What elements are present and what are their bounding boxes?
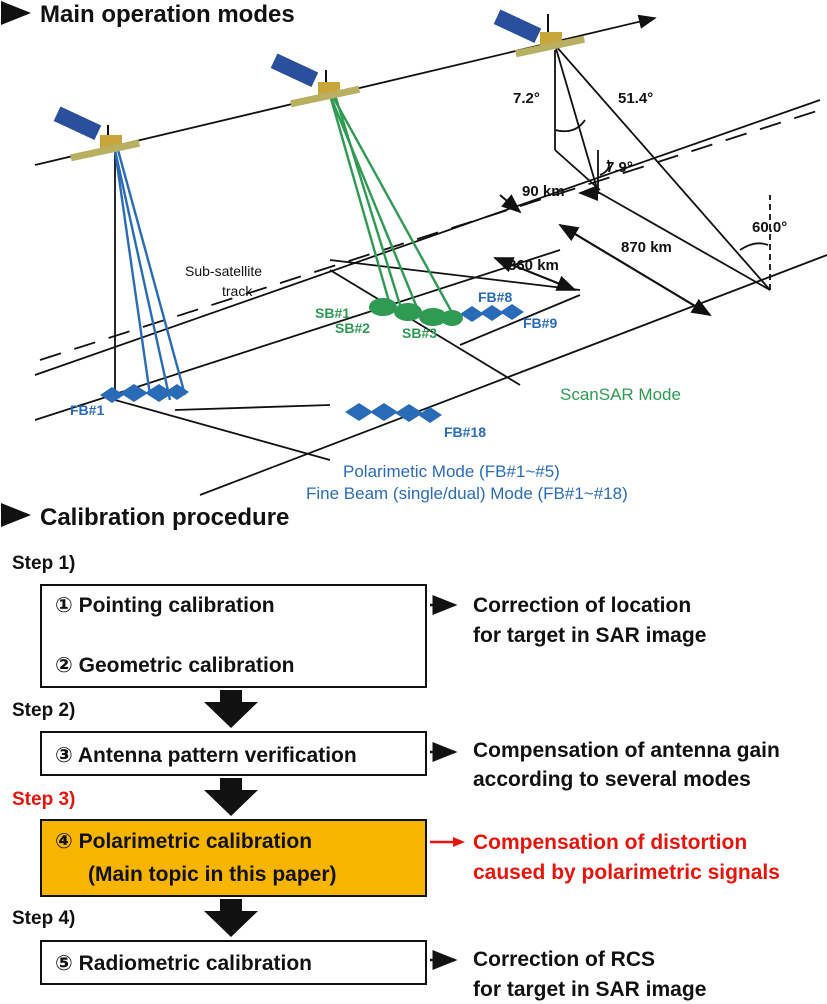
down-arrow-1 bbox=[204, 690, 258, 728]
beam-fb8: FB#8 bbox=[478, 289, 512, 305]
satellite-middle bbox=[270, 53, 361, 108]
angle-51-4: 51.4° bbox=[618, 90, 653, 107]
step-1-label: Step 1) bbox=[12, 553, 75, 574]
note-3-line-2: caused by polarimetric signals bbox=[473, 861, 780, 884]
note-2-line-1: Compensation of antenna gain bbox=[473, 739, 780, 762]
angle-7-2: 7.2° bbox=[513, 90, 540, 107]
svg-text:Calibration procedure: Calibration procedure bbox=[40, 504, 289, 531]
dist-90km: 90 km bbox=[522, 183, 565, 200]
angle-60-0: 60.0° bbox=[752, 219, 787, 236]
note-4-line-1: Correction of RCS bbox=[473, 948, 655, 971]
note-1-line-2: for target in SAR image bbox=[473, 624, 706, 647]
beam-sb3: SB#3 bbox=[402, 325, 437, 341]
box-step-4: ⑤ Radiometric calibration bbox=[40, 940, 427, 985]
orbit-lines bbox=[34, 14, 827, 496]
step-2-label: Step 2) bbox=[12, 700, 75, 721]
box-3-line-2: (Main topic in this paper) bbox=[88, 863, 337, 886]
scansar-rays bbox=[328, 94, 457, 319]
down-arrow-2 bbox=[204, 778, 258, 816]
step-3-label: Step 3) bbox=[12, 789, 75, 810]
step-4-label: Step 4) bbox=[12, 908, 75, 929]
box-step-3: ④ Polarimetric calibration (Main topic i… bbox=[40, 819, 427, 897]
svg-text:Main operation modes: Main operation modes bbox=[40, 1, 295, 28]
satellite-right bbox=[493, 9, 586, 58]
angle-7-9: 7.9° bbox=[606, 159, 633, 176]
beam-fb18: FB#18 bbox=[444, 424, 486, 440]
fine-beam-footprints bbox=[100, 304, 524, 423]
sub-satellite-label-2: track bbox=[222, 283, 253, 299]
box-4-line-1: ⑤ Radiometric calibration bbox=[55, 952, 312, 975]
fine-beam-rays bbox=[113, 149, 187, 401]
beam-fb9: FB#9 bbox=[523, 315, 557, 331]
dimension-arrows bbox=[493, 185, 712, 317]
dist-870km: 870 km bbox=[621, 239, 672, 256]
main-modes-header: Main operation modes bbox=[1, 1, 295, 28]
box-step-1: ① Pointing calibration ② Geometric calib… bbox=[40, 584, 427, 688]
scansar-mode-label: ScanSAR Mode bbox=[560, 385, 681, 404]
beam-fb1: FB#1 bbox=[70, 402, 104, 418]
polarimetric-mode-label: Polarimetic Mode (FB#1~#5) bbox=[343, 462, 560, 481]
arrow-note-3-head bbox=[453, 837, 465, 847]
note-2-line-2: according to several modes bbox=[473, 768, 751, 791]
box-2-line-1: ③ Antenna pattern verification bbox=[55, 744, 357, 767]
box-step-2: ③ Antenna pattern verification bbox=[40, 731, 427, 776]
dist-360km: 360 km bbox=[508, 257, 559, 274]
satellite-left bbox=[53, 106, 141, 162]
fine-beam-mode-label: Fine Beam (single/dual) Mode (FB#1~#18) bbox=[306, 484, 628, 503]
beam-sb1: SB#1 bbox=[315, 305, 350, 321]
down-arrow-3 bbox=[204, 899, 258, 937]
beam-sb2: SB#2 bbox=[335, 320, 370, 336]
sub-satellite-label-1: Sub-satellite bbox=[185, 263, 262, 279]
note-1-line-1: Correction of location bbox=[473, 594, 691, 617]
note-3-line-1: Compensation of distortion bbox=[473, 831, 747, 854]
scansar-footprints bbox=[369, 298, 463, 326]
box-3-line-1: ④ Polarimetric calibration bbox=[55, 830, 312, 853]
note-4-line-2: for target in SAR image bbox=[473, 978, 706, 1001]
box-1-line-1: ① Pointing calibration bbox=[55, 594, 275, 617]
box-1-line-2: ② Geometric calibration bbox=[55, 654, 295, 677]
calibration-header: Calibration procedure bbox=[1, 503, 289, 531]
